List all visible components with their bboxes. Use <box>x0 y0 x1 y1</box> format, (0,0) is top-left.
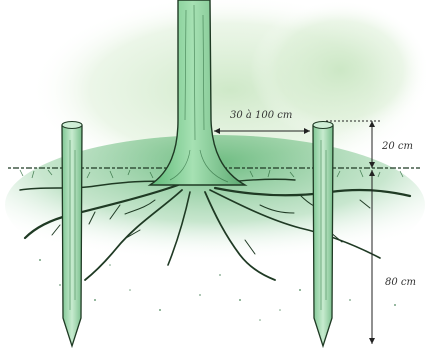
below-ground-label: 80 cm <box>385 277 416 288</box>
stake-left <box>62 122 82 347</box>
distance-label: 30 à 100 cm <box>230 110 292 121</box>
above-ground-label: 20 cm <box>381 141 413 152</box>
stake-right <box>313 122 333 347</box>
